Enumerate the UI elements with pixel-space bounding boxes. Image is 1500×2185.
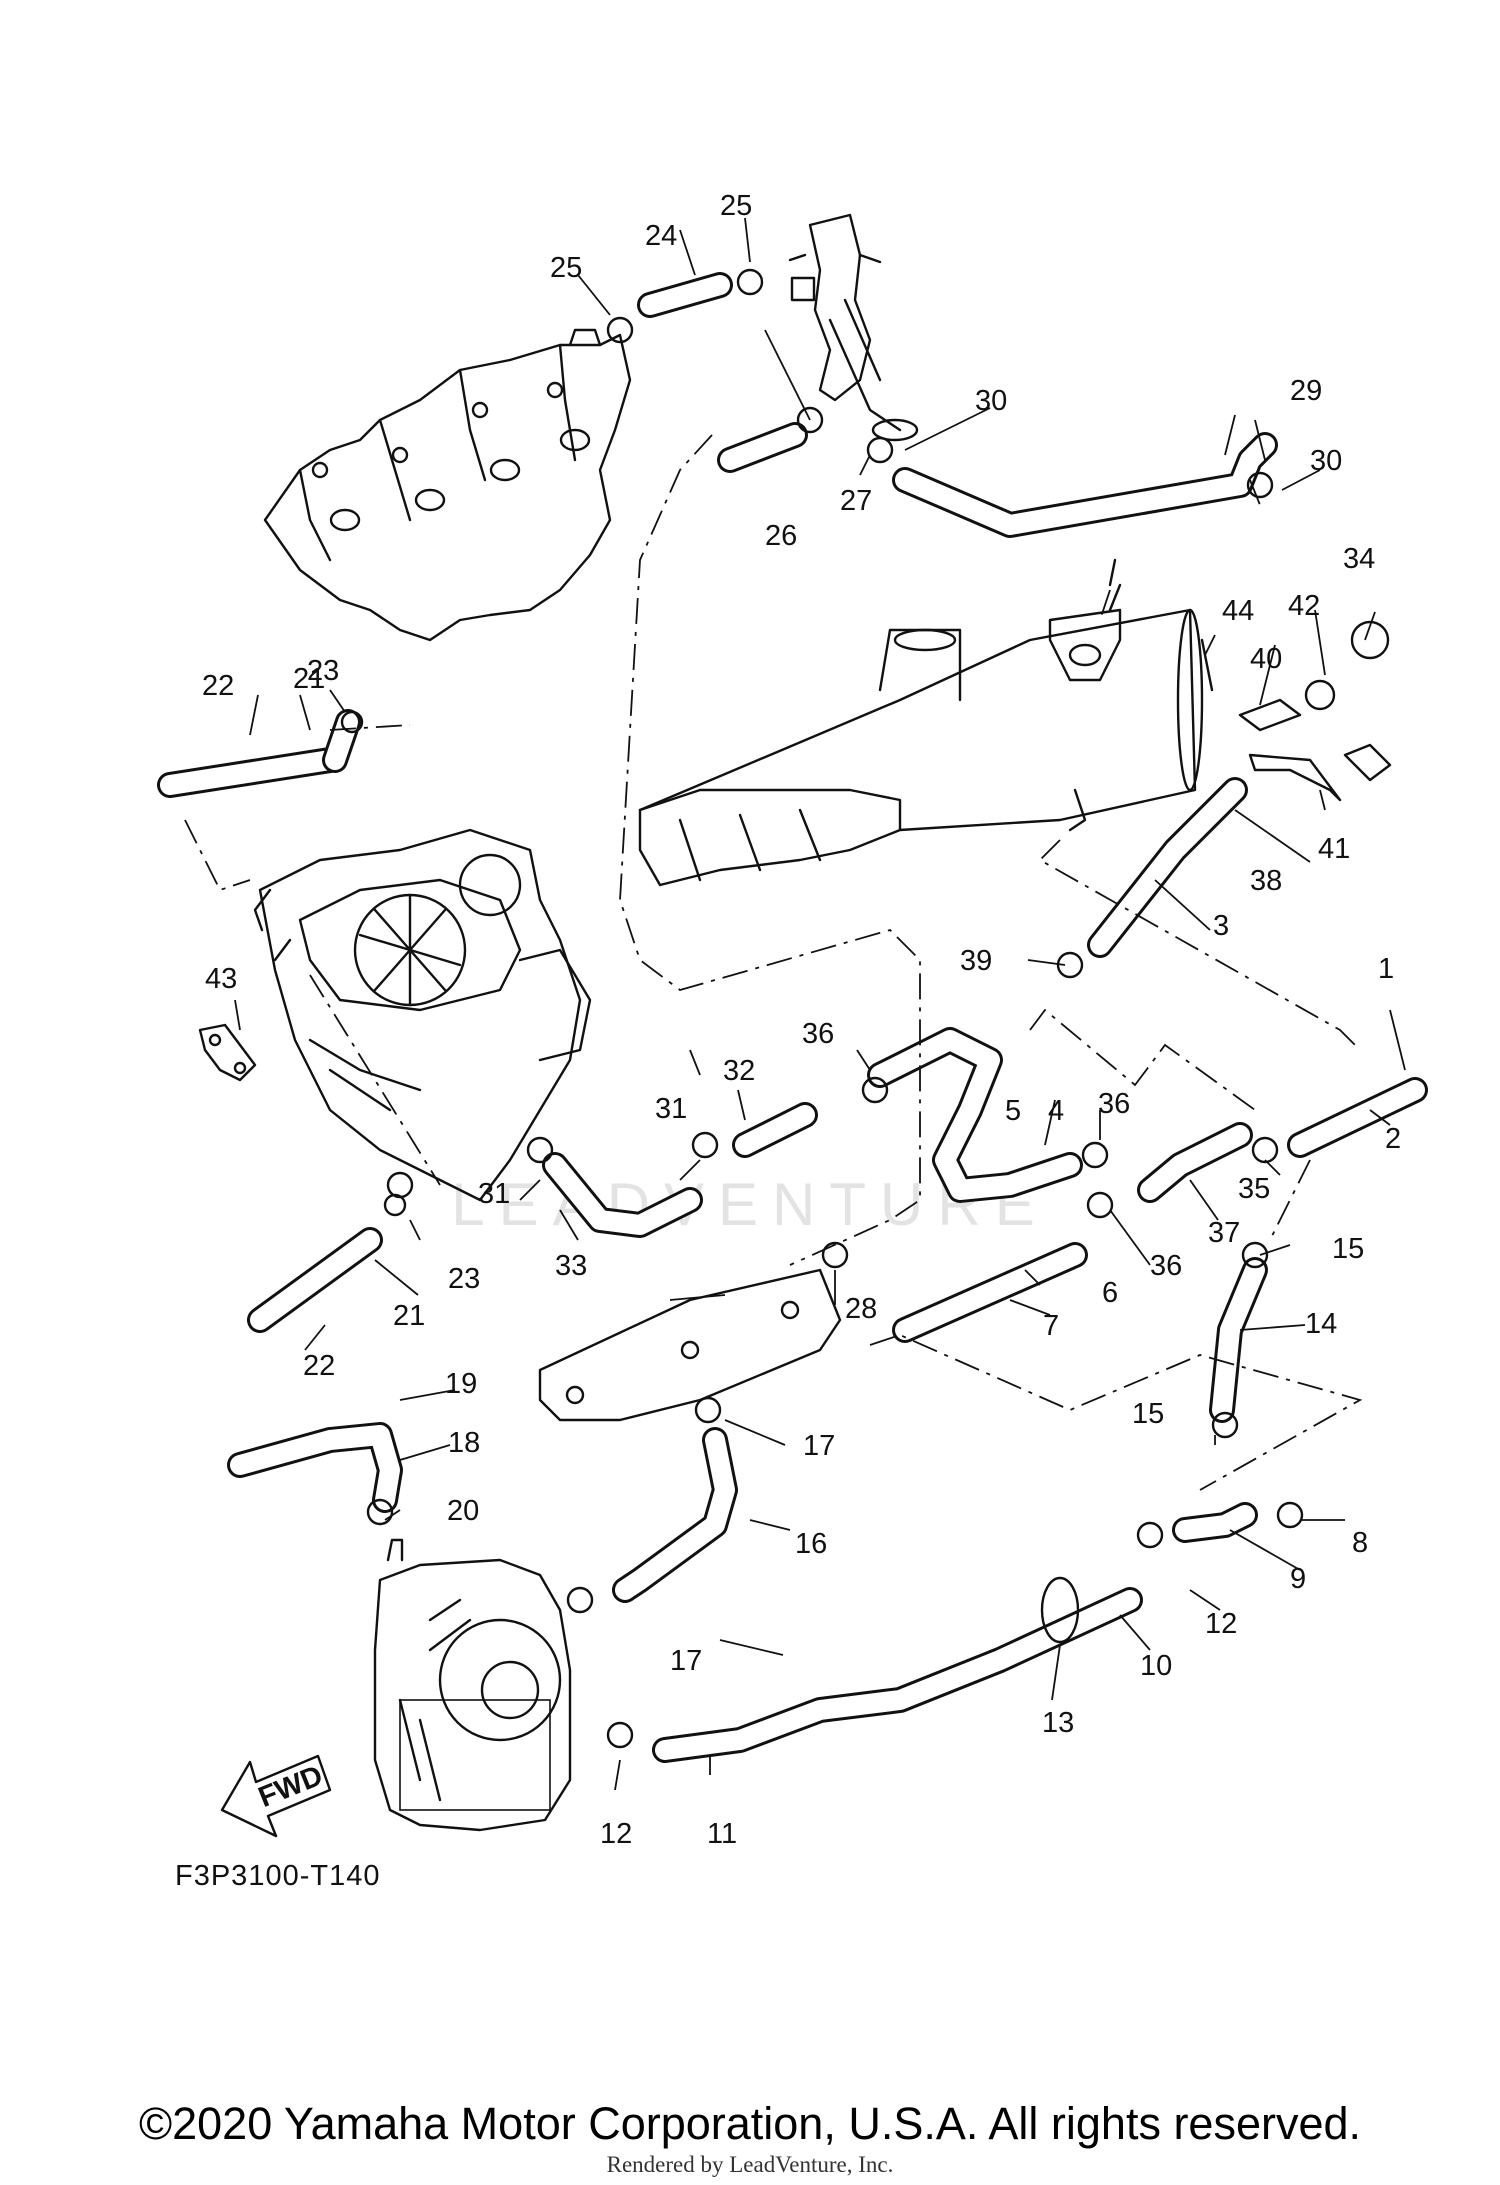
callout-42: 42	[1288, 590, 1320, 622]
watermark: LEADVENTURE	[451, 1171, 1048, 1238]
callout-25a: 25	[550, 252, 582, 284]
callout-41: 41	[1318, 833, 1350, 865]
fwd-arrow: FWD	[220, 1754, 332, 1838]
callout-22b: 22	[303, 1350, 335, 1382]
callout-1: 1	[1378, 953, 1394, 985]
clip-43	[198, 1023, 257, 1082]
callout-7: 7	[1043, 1310, 1059, 1342]
callout-10: 10	[1140, 1650, 1172, 1682]
callout-16: 16	[795, 1528, 827, 1560]
plate-bracket	[538, 1268, 842, 1422]
callout-23a: 23	[307, 655, 339, 687]
callout-20: 20	[447, 1495, 479, 1527]
callout-2: 2	[1385, 1123, 1401, 1155]
callout-23b: 23	[448, 1263, 480, 1295]
callout-44: 44	[1222, 595, 1254, 627]
callout-19: 19	[445, 1368, 477, 1400]
callout-36c: 36	[1150, 1250, 1182, 1282]
callout-21b: 21	[393, 1300, 425, 1332]
callout-30b: 30	[1310, 445, 1342, 477]
muffler-body	[638, 558, 1204, 887]
callout-17b: 17	[670, 1645, 702, 1677]
callout-32: 32	[723, 1055, 755, 1087]
callout-25b: 25	[720, 190, 752, 222]
callout-37: 37	[1208, 1217, 1240, 1249]
guide-lines	[184, 434, 1363, 1491]
callout-8: 8	[1352, 1527, 1368, 1559]
callout-9: 9	[1290, 1563, 1306, 1595]
clamps	[340, 268, 1392, 1749]
intake-housing	[253, 828, 592, 1202]
callout-22a: 22	[202, 670, 234, 702]
callout-13: 13	[1042, 1707, 1074, 1739]
rendered-by-note: Rendered by LeadVenture, Inc.	[606, 2152, 894, 2177]
callout-21a: 21	[293, 663, 325, 695]
callout-15a: 15	[1332, 1233, 1364, 1265]
callout-39: 39	[960, 945, 992, 977]
callout-40: 40	[1250, 643, 1282, 675]
diagram-code: F3P3100-T140	[175, 1860, 381, 1892]
exhaust-manifold	[263, 328, 632, 642]
callout-34: 34	[1343, 543, 1375, 575]
callout-18: 18	[448, 1427, 480, 1459]
jet-pump-body	[373, 1538, 572, 1832]
callout-12b: 12	[1205, 1608, 1237, 1640]
callout-35: 35	[1238, 1173, 1270, 1205]
callout-5: 5	[1005, 1095, 1021, 1127]
callout-31a: 31	[655, 1093, 687, 1125]
callout-3: 3	[1213, 910, 1229, 942]
callout-15b: 15	[1132, 1398, 1164, 1430]
callout-29: 29	[1290, 375, 1322, 407]
hoses	[157, 272, 1428, 1763]
copyright-notice: ©2020 Yamaha Motor Corporation, U.S.A. A…	[138, 2098, 1362, 2149]
callout-28: 28	[845, 1293, 877, 1325]
callout-labels: 1 2 3 4 5 6 7 8 9 10 11 12 12 13 14 15 1…	[202, 190, 1401, 1850]
callout-6: 6	[1102, 1277, 1118, 1309]
svg-text:LEADVENTURE: LEADVENTURE	[451, 1171, 1048, 1238]
callout-38: 38	[1250, 865, 1282, 897]
callout-33: 33	[555, 1250, 587, 1282]
callout-4: 4	[1048, 1095, 1064, 1127]
callout-36a: 36	[802, 1018, 834, 1050]
leader-lines	[234, 217, 1406, 1791]
valve-bracket-assembly	[788, 213, 919, 442]
callout-11: 11	[707, 1818, 737, 1850]
callout-31b: 31	[478, 1178, 510, 1210]
callout-36b: 36	[1098, 1088, 1130, 1120]
callout-26: 26	[765, 520, 797, 552]
callout-17a: 17	[803, 1430, 835, 1462]
callout-30a: 30	[975, 385, 1007, 417]
callout-14: 14	[1305, 1308, 1337, 1340]
callout-12a: 12	[600, 1818, 632, 1850]
callout-43: 43	[205, 963, 237, 995]
callout-24: 24	[645, 220, 677, 252]
callout-27: 27	[840, 485, 872, 517]
